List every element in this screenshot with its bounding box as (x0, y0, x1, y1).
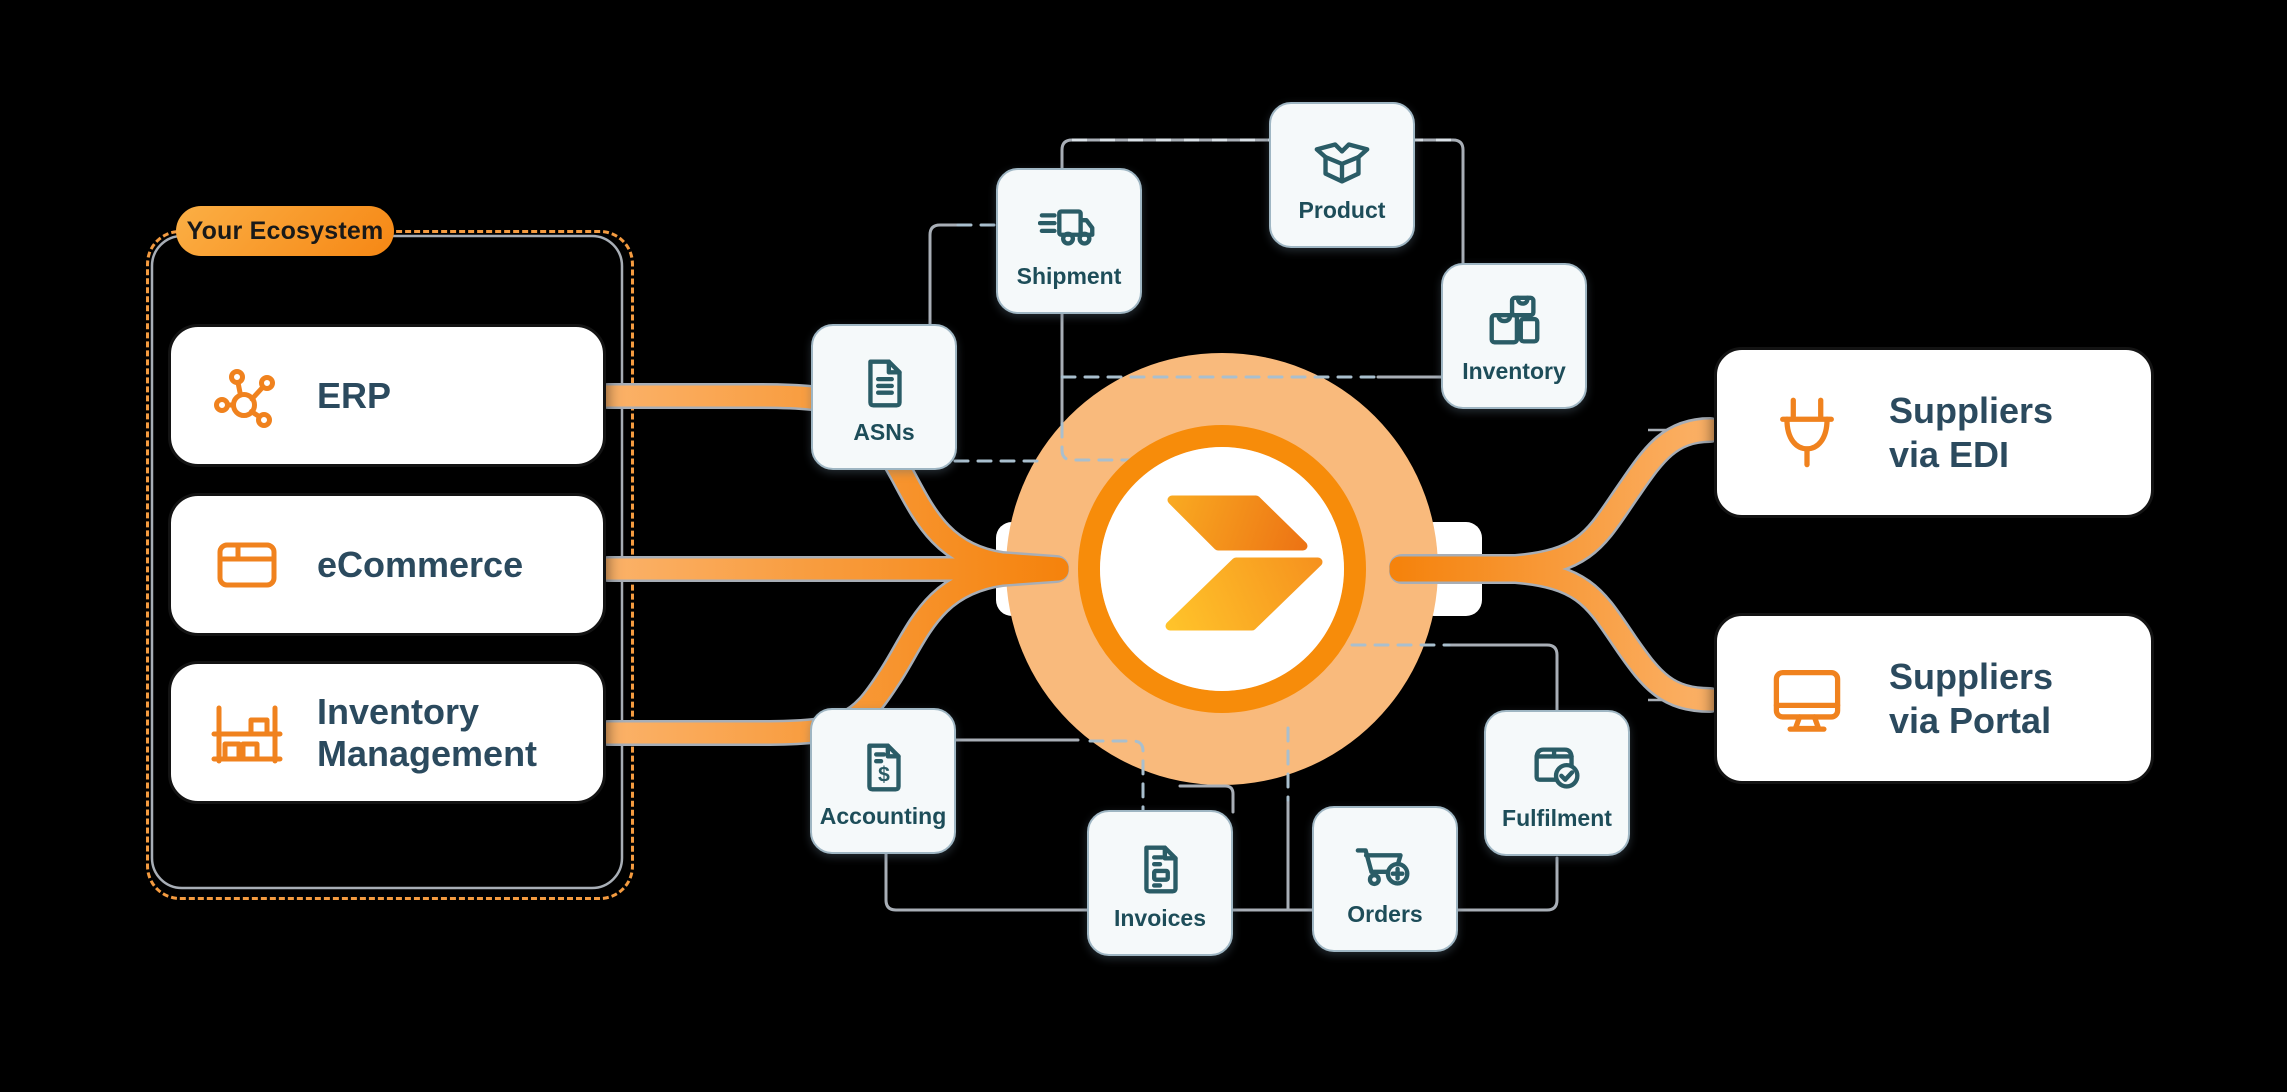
node-wires-dashed (953, 223, 1451, 812)
ecosystem-badge-label: Your Ecosystem (186, 216, 384, 245)
node-label: Shipment (1016, 263, 1122, 289)
node-product: Product (1269, 102, 1415, 248)
supplier-label-line2: via Portal (1889, 699, 2052, 741)
supplier-label: Suppliers via EDI (1889, 389, 2053, 477)
hub-ring (1078, 425, 1366, 713)
flow-suppliers-edi (1389, 419, 1723, 578)
flow-suppliers-portal (1389, 560, 1723, 711)
cart-plus-icon (1355, 848, 1410, 887)
node-accounting: $ Accounting (810, 708, 956, 854)
document-icon (868, 359, 902, 408)
system-label: Inventory Management (317, 691, 538, 774)
supplier-label: Suppliers via Portal (1889, 655, 2053, 743)
supplier-label-line2: via EDI (1889, 433, 2010, 475)
node-wires-solid (884, 138, 1559, 912)
system-box-ecommerce: eCommerce (168, 493, 606, 636)
chevron-arrow-logo (1165, 495, 1323, 631)
parcels-icon (1489, 295, 1540, 345)
svg-text:$: $ (878, 763, 890, 787)
open-box-icon (1314, 142, 1370, 184)
node-shipment: Shipment (996, 168, 1142, 314)
ecosystem-badge: Your Ecosystem (176, 206, 394, 256)
invoice-document-icon (1144, 845, 1178, 894)
node-invoices: Invoices (1087, 810, 1233, 956)
supplier-label-line1: Suppliers (1889, 655, 2054, 697)
system-box-inventory-management: Inventory Management (168, 661, 606, 804)
system-label: eCommerce (317, 543, 524, 585)
monitor-icon (1773, 669, 1841, 732)
hub-core (1100, 447, 1344, 691)
system-box-erp: ERP (168, 324, 606, 467)
dollar-document-icon: $ (867, 743, 901, 792)
node-inventory: Inventory (1441, 263, 1587, 409)
supplier-box-edi: Suppliers via EDI (1714, 347, 2154, 518)
shelf-rack-icon (211, 705, 283, 763)
box-check-icon (1534, 747, 1580, 789)
supplier-box-portal: Suppliers via Portal (1714, 613, 2154, 784)
node-label: Fulfilment (1502, 805, 1612, 831)
supplier-label-line1: Suppliers (1889, 389, 2054, 431)
network-icon (214, 368, 275, 428)
node-label: Product (1298, 197, 1386, 223)
browser-icon (217, 542, 277, 587)
node-label: Inventory (1462, 358, 1566, 384)
node-fulfilment: Fulfilment (1484, 710, 1630, 856)
delivery-truck-icon (1038, 209, 1095, 246)
node-label: Accounting (819, 803, 947, 829)
node-asns: ASNs (811, 324, 957, 470)
node-label: Invoices (1113, 905, 1207, 931)
node-orders: Orders (1312, 806, 1458, 952)
node-label: Orders (1347, 901, 1423, 927)
system-label: ERP (317, 374, 392, 416)
plug-icon (1780, 397, 1834, 467)
node-label: ASNs (853, 419, 915, 445)
